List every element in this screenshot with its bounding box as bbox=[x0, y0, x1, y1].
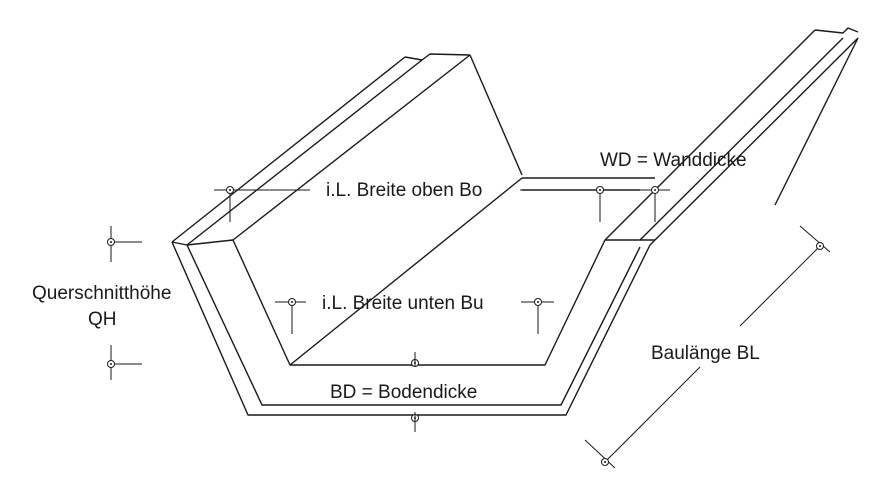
label-section-height: Querschnitthöhe bbox=[32, 283, 171, 304]
label-inner-width-bottom: i.L. Breite unten Bu bbox=[322, 293, 484, 314]
left-wall bbox=[171, 53, 523, 246]
label-section-height-abbr: QH bbox=[88, 309, 117, 330]
right-wall bbox=[604, 27, 859, 241]
dimension-markers bbox=[107, 186, 831, 469]
label-construction-length: Baulänge BL bbox=[651, 343, 760, 364]
label-floor-thickness: BD = Bodendicke bbox=[330, 382, 477, 403]
label-wall-thickness: WD = Wanddicke bbox=[600, 150, 747, 171]
label-inner-width-top: i.L. Breite oben Bo bbox=[326, 180, 482, 201]
